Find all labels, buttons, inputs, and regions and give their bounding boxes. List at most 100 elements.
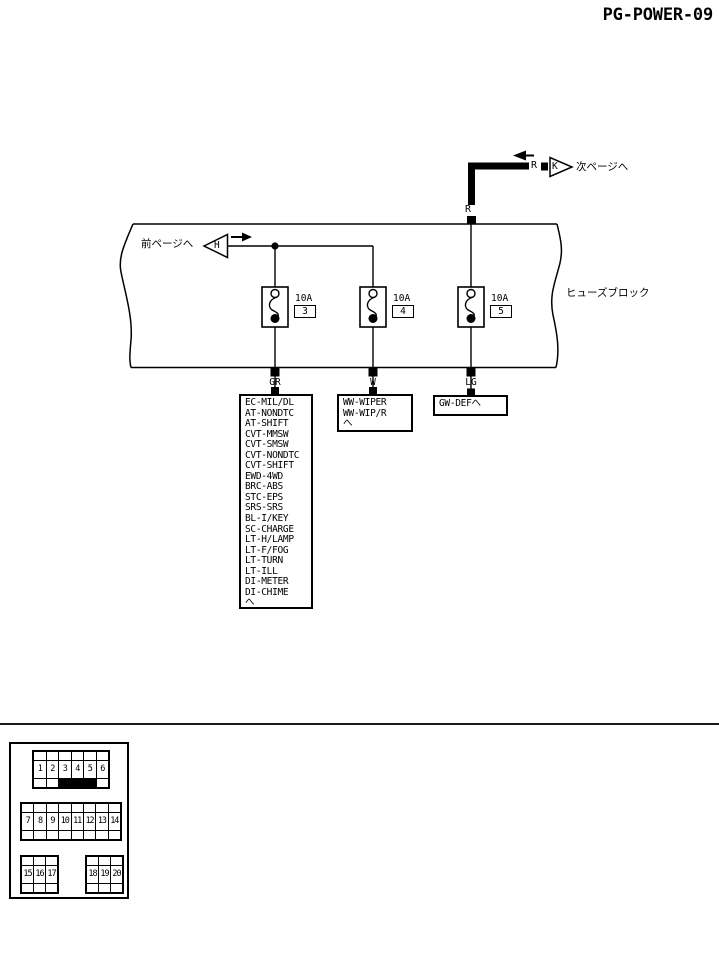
fuse-position-blank — [111, 857, 122, 865]
fuse-position-2: 2 — [46, 760, 58, 779]
wire-color-label-lg: LG — [465, 377, 477, 388]
fuse-position-blank — [46, 779, 58, 787]
wire-color-label-r-block: R — [465, 204, 472, 215]
fuse-position-3: 3 — [59, 760, 71, 779]
fuse-position-blank — [71, 779, 83, 787]
connector-square-w — [368, 367, 378, 377]
fuse-position-16: 16 — [34, 865, 45, 884]
fuse-position-17: 17 — [46, 865, 57, 884]
circuit-label: CVT-MMSW — [245, 428, 289, 440]
fuse-position-1: 1 — [34, 760, 46, 779]
connector-letter-h: H — [214, 240, 220, 251]
connector-letter-k: K — [552, 161, 558, 172]
fuse-position-blank — [108, 831, 120, 839]
circuit-label: LT-F/FOG — [245, 544, 289, 556]
next-page-connector-triangle[interactable] — [549, 156, 574, 178]
connector-square-gr — [270, 367, 280, 377]
block-terminal-square — [467, 216, 476, 225]
circuit-label: へ — [343, 418, 353, 430]
fuse-position-blank — [34, 752, 46, 760]
fuse-position-7: 7 — [22, 812, 34, 831]
fuse-position-blank — [96, 779, 108, 787]
fuse-position-blank — [87, 857, 98, 865]
circuit-label: STC-EPS — [245, 491, 283, 503]
fuse-position-blank — [46, 752, 58, 760]
circuit-label: BL-I/KEY — [245, 513, 289, 525]
fuse-4-number: 4 — [392, 304, 414, 318]
fuse-4-rating: 10A — [393, 293, 411, 304]
fuse-position-blank — [59, 779, 71, 787]
fuse-position-blank — [87, 884, 98, 892]
connector-square-lg — [466, 367, 476, 377]
direction-arrow-right-icon — [231, 232, 252, 242]
fuse-position-blank — [108, 804, 120, 812]
direction-arrow-left-icon — [513, 150, 534, 161]
circuit-label: SRS-SRS — [245, 502, 283, 514]
fuse-position-20: 20 — [111, 865, 122, 884]
circuit-label: AT-SHIFT — [245, 418, 289, 430]
fuse-position-blank — [34, 884, 45, 892]
fuse-position-blank — [96, 752, 108, 760]
fuse-position-blank — [46, 804, 59, 812]
circuit-label: WW-WIPER — [343, 397, 387, 408]
prev-page-label[interactable]: 前ページへ — [141, 238, 194, 250]
wire-color-label-w: W — [370, 377, 376, 388]
circuit-label: LT-ILL — [245, 565, 278, 577]
circuit-label: へ — [245, 597, 255, 609]
circuit-label: EC-MIL/DL — [245, 397, 294, 408]
fuse-position-blank — [71, 804, 83, 812]
fuse-position-10: 10 — [59, 812, 71, 831]
fuse-3-rating: 10A — [295, 293, 313, 304]
branch-box-defogger-circuit: GW-DEFへ — [433, 395, 508, 416]
wire-color-label-r-top: R — [531, 160, 538, 171]
fuse-position-blank — [96, 831, 108, 839]
fuse-position-blank — [59, 752, 71, 760]
circuit-label: GW-DEFへ — [439, 398, 481, 409]
circuit-label: CVT-SMSW — [245, 439, 289, 451]
fuse-3-number: 3 — [294, 304, 316, 318]
fuse-position-blank — [34, 831, 46, 839]
fuse-position-blank — [22, 884, 33, 892]
fuse-position-5: 5 — [84, 760, 96, 779]
fuse-position-9: 9 — [46, 812, 59, 831]
fuse-5-number: 5 — [490, 304, 512, 318]
fuse-position-blank — [99, 857, 110, 865]
fuse-position-blank — [96, 804, 108, 812]
fuse-position-4: 4 — [71, 760, 83, 779]
circuit-label: SC-CHARGE — [245, 523, 294, 535]
fuse-5-symbol — [457, 286, 485, 328]
section-divider — [0, 723, 719, 725]
fuse-position-blank — [22, 804, 34, 812]
wire-terminal-square — [541, 162, 548, 171]
fuse-position-blank — [46, 884, 57, 892]
circuit-label: EWD-4WD — [245, 470, 283, 482]
fuse-position-blank — [83, 831, 96, 839]
box-terminal-w — [369, 387, 377, 394]
circuit-label: AT-NONDTC — [245, 407, 294, 419]
next-page-label[interactable]: 次ページへ — [576, 161, 629, 173]
fuse-3-symbol — [261, 286, 289, 328]
fuse-position-blank — [46, 831, 59, 839]
fuse-position-blank — [22, 831, 34, 839]
fuse-position-blank — [71, 752, 83, 760]
fuse-position-blank — [34, 779, 46, 787]
wire-color-label-gr: GR — [269, 377, 281, 388]
fuse-position-blank — [34, 857, 45, 865]
circuit-label: CVT-NONDTC — [245, 449, 300, 461]
fuse-4-symbol — [359, 286, 387, 328]
circuit-label: BRC-ABS — [245, 481, 283, 493]
circuit-label: WW-WIP/R — [343, 407, 387, 419]
fuse-position-blank — [99, 884, 110, 892]
fuse-position-14: 14 — [108, 812, 120, 831]
fuse-position-blank — [22, 857, 33, 865]
fuse-position-12: 12 — [83, 812, 96, 831]
fuse-position-18: 18 — [87, 865, 98, 884]
fuse-position-blank — [59, 831, 71, 839]
